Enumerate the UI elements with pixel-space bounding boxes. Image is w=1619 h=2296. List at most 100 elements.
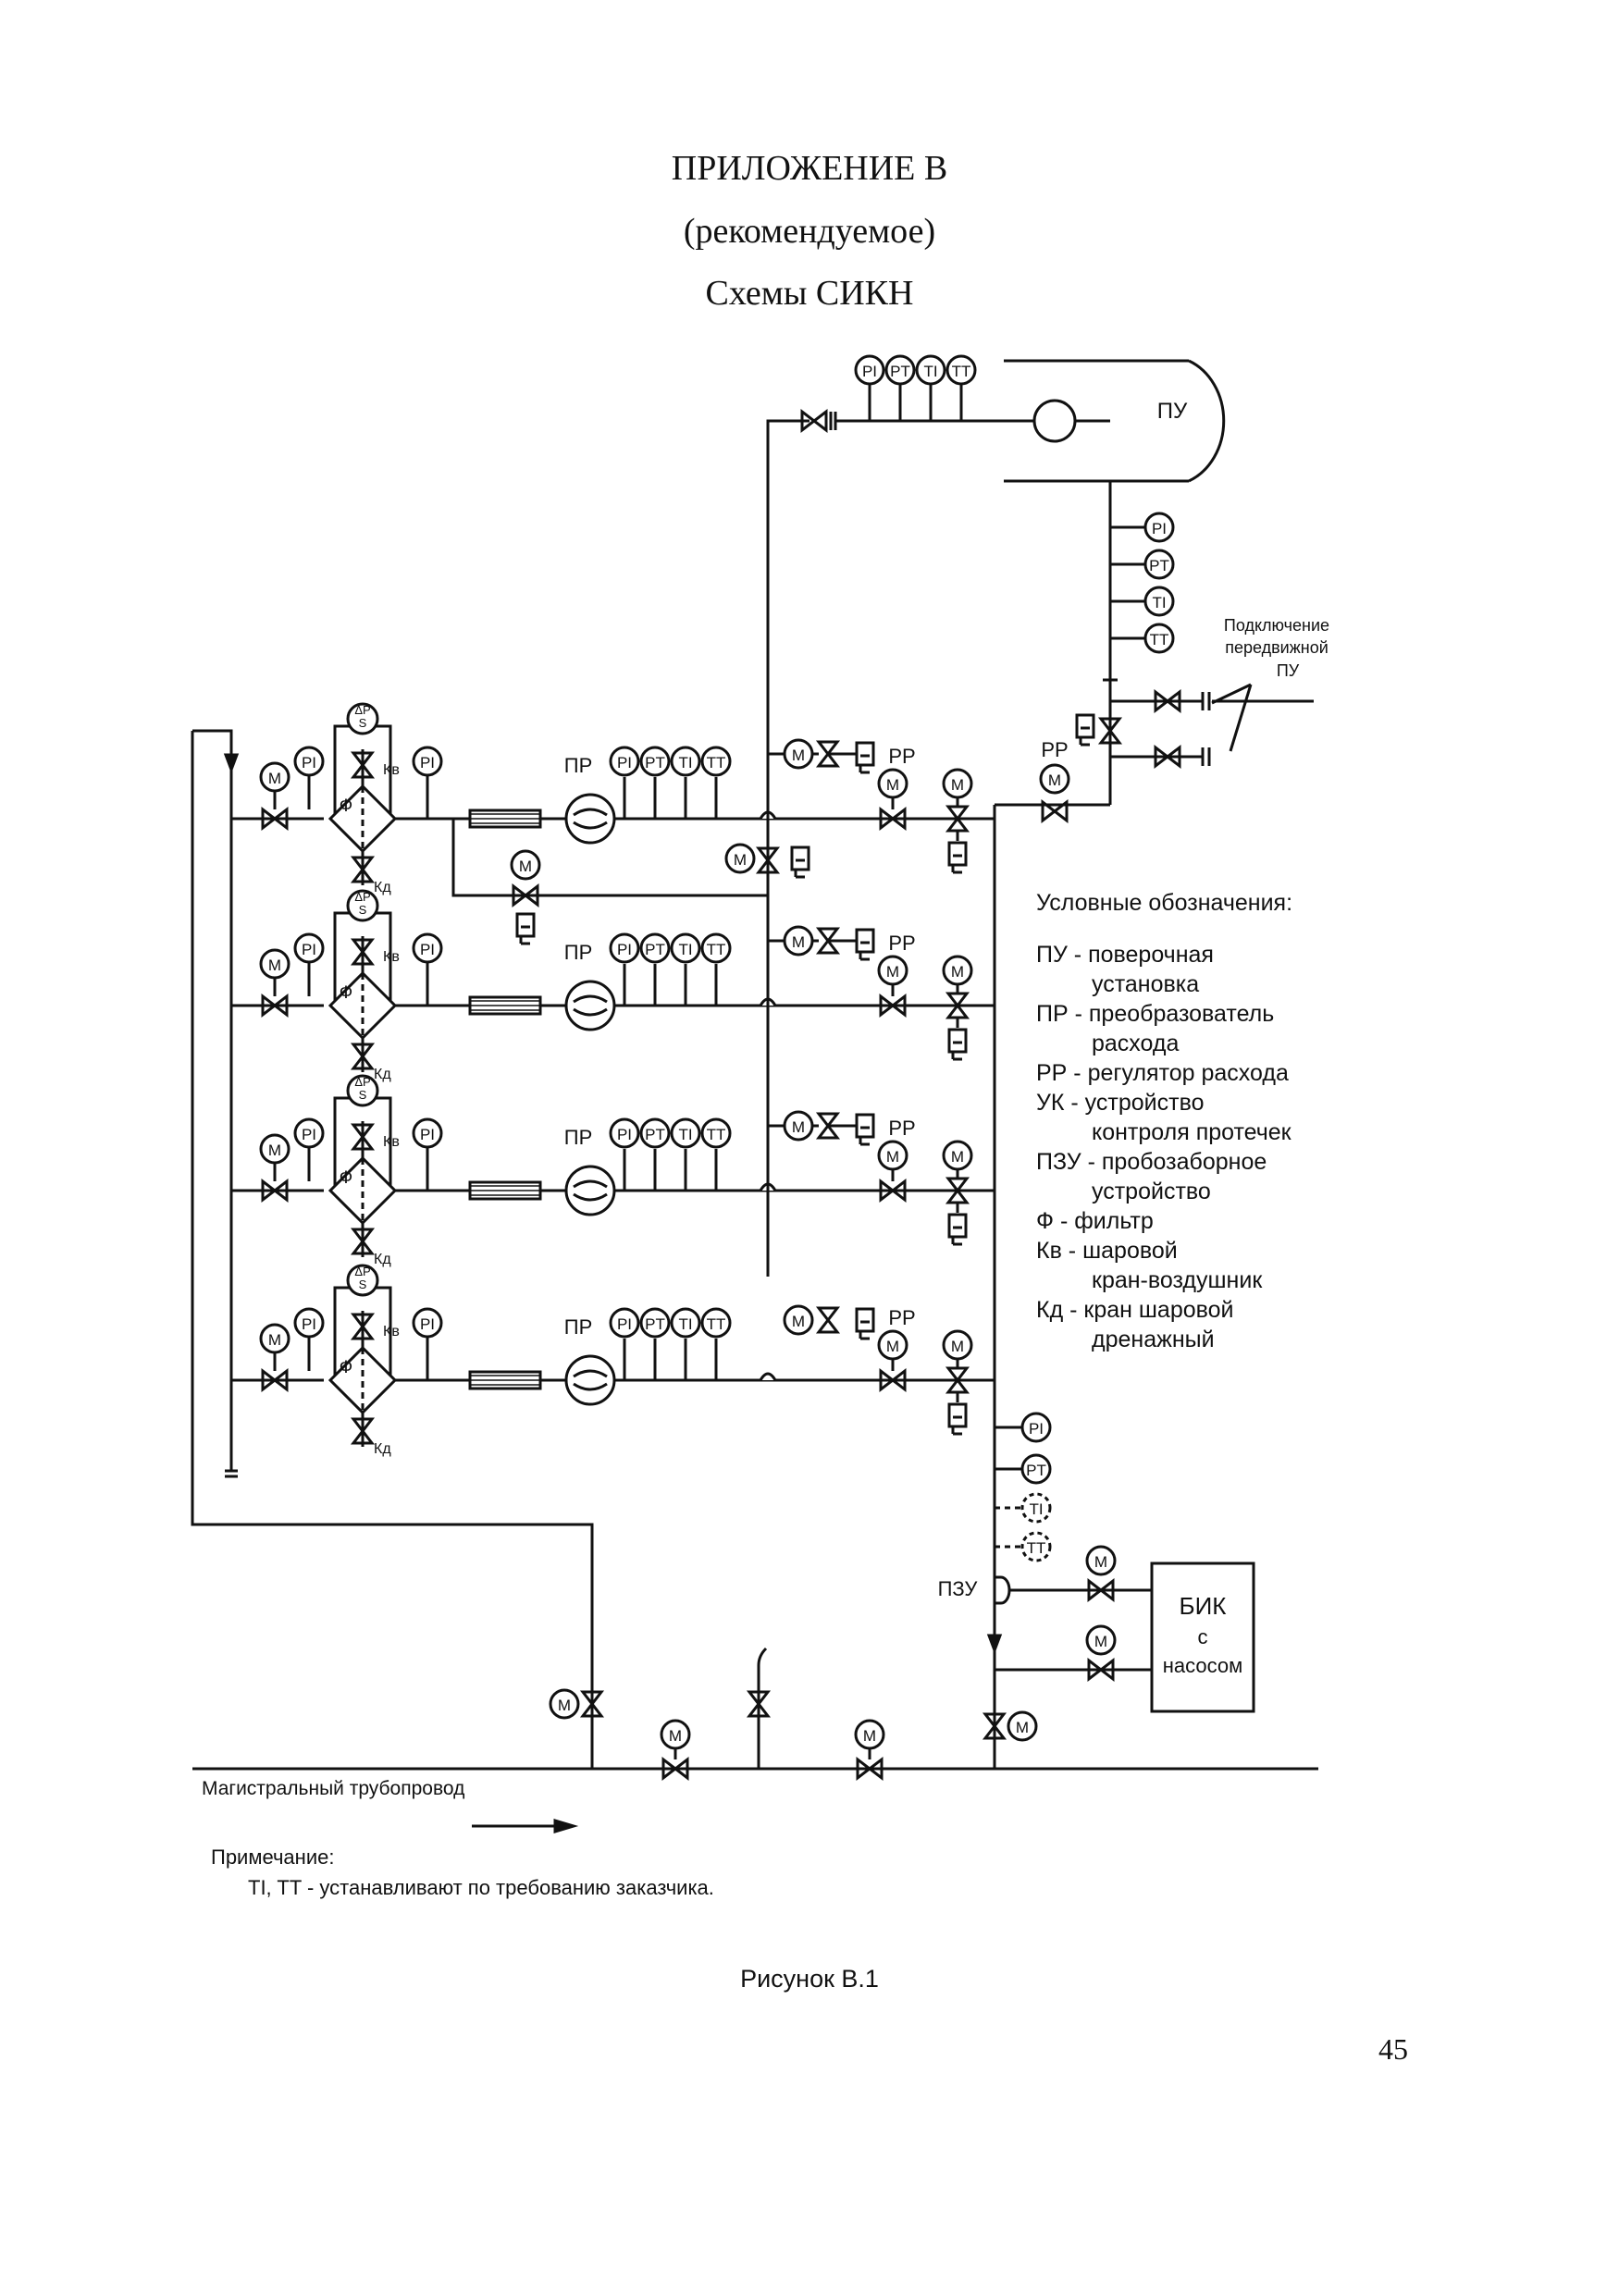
bik-box	[1150, 1562, 1255, 1713]
instrument-motor-icon: M	[724, 843, 756, 874]
legend-desc-cont: контроля протечек	[1092, 1119, 1291, 1145]
leader	[1211, 683, 1252, 705]
valve-icon	[261, 1178, 289, 1204]
regulator-label: РР	[888, 932, 915, 955]
instrument-pi-icon: PI	[412, 1307, 443, 1339]
appendix-title: Схемы СИКН	[705, 274, 914, 313]
valve-half	[261, 1178, 278, 1204]
valve-half	[815, 1112, 841, 1129]
instrument-label: TT	[1027, 1539, 1046, 1557]
instrument-label: TI	[1029, 1500, 1043, 1518]
instrument-label: M	[669, 1727, 682, 1745]
valve-half	[1087, 1577, 1104, 1603]
instrument-circle	[609, 746, 640, 777]
valve-half	[800, 408, 817, 434]
valve-icon	[879, 1178, 907, 1204]
legend-sep: -	[1063, 1297, 1084, 1323]
valve-icon	[350, 1123, 376, 1151]
legend-item: Ф - фильтр	[1036, 1206, 1292, 1236]
instrument-circle	[670, 1117, 701, 1149]
legend-code: Ф	[1036, 1208, 1055, 1234]
instrument-label: M	[1048, 772, 1061, 789]
valve-half	[350, 1313, 376, 1329]
instrument-tt-icon: TT	[700, 746, 732, 777]
valve-icon	[512, 883, 539, 908]
line-link-pipe	[451, 819, 768, 897]
flow-straightener-icon	[468, 1180, 542, 1201]
flowmeter-label: ПР	[564, 1315, 593, 1339]
valve-half	[272, 993, 289, 1018]
instrument-label: M	[951, 1338, 964, 1355]
dp-label: ΔP	[354, 703, 370, 717]
legend-code: Кд	[1036, 1297, 1064, 1323]
sampling-device-icon	[995, 1575, 1011, 1605]
instrument-motor-icon: M	[1085, 1545, 1117, 1576]
valve-half	[815, 927, 841, 944]
valve-half	[815, 938, 841, 955]
valve-icon	[856, 1756, 884, 1782]
instrument-circle	[293, 746, 325, 777]
valve-icon	[879, 993, 907, 1018]
valve-half	[746, 1690, 772, 1707]
instrument-circle	[609, 932, 640, 964]
instrument-ti-icon: TI	[670, 746, 701, 777]
valve-half	[815, 1317, 841, 1334]
instrument-circle	[639, 932, 671, 964]
instrument-tt-icon: TT	[1020, 1531, 1052, 1562]
instrument-label: TI	[1152, 594, 1166, 611]
flowmeter-arc	[573, 994, 608, 1004]
regulator-label: РР	[888, 745, 915, 768]
dp-gauge-icon	[346, 889, 379, 922]
leak-control-icon	[1075, 713, 1095, 747]
regulator-label: РР	[888, 1117, 915, 1140]
valve-half	[1154, 688, 1170, 714]
flowmeter-arc	[573, 1007, 608, 1017]
note-title: Примечание:	[211, 1845, 335, 1869]
valve-half	[1097, 728, 1123, 745]
vent-icon	[757, 1647, 768, 1666]
appendix-status: (рекомендуемое)	[683, 212, 936, 251]
valve-half	[867, 1756, 884, 1782]
instrument-motor-icon: M	[854, 1719, 885, 1750]
valve-icon	[1041, 798, 1069, 824]
instrument-label: PI	[617, 754, 632, 772]
instrument-tt-icon: TT	[700, 1117, 732, 1149]
valve-half	[1165, 688, 1181, 714]
valve-half	[350, 949, 376, 966]
instrument-pi-icon: PI	[293, 746, 325, 777]
instrument-circle	[412, 746, 443, 777]
instrument-label: PI	[617, 1126, 632, 1143]
instrument-pt-icon: PT	[639, 1307, 671, 1339]
instrument-circle	[1143, 586, 1175, 617]
instrument-tt-icon: TT	[700, 932, 732, 964]
filter-icon	[328, 1155, 398, 1226]
legend-desc: фильтр	[1074, 1208, 1154, 1234]
mobile-pu-label: передвижной	[1225, 638, 1329, 657]
valve-icon	[879, 806, 907, 832]
instrument-motor-icon: M	[942, 768, 973, 799]
instrument-circle	[670, 932, 701, 964]
instrument-label: PI	[420, 1126, 435, 1143]
dp-label: ΔP	[354, 890, 370, 904]
instrument-pi-icon: PI	[293, 1117, 325, 1149]
bik-label: насосом	[1163, 1654, 1242, 1677]
instrument-motor-icon: M	[783, 738, 814, 770]
legend-desc-cont: устройство	[1092, 1179, 1211, 1204]
flowmeter-arc	[573, 1369, 608, 1378]
instrument-circle	[293, 1117, 325, 1149]
instrument-label: TI	[678, 1126, 692, 1143]
instrument-circle	[877, 1140, 908, 1171]
leak-box	[855, 1113, 875, 1139]
instrument-motor-icon: M	[259, 1133, 290, 1165]
valve-half	[350, 856, 376, 872]
instrument-tt-icon: TT	[1143, 623, 1175, 654]
legend-code: Кв	[1036, 1238, 1062, 1264]
instrument-motor-icon: M	[1007, 1710, 1038, 1742]
valve-icon	[350, 938, 376, 966]
valve-half	[350, 1239, 376, 1255]
dp-gauge-icon	[346, 1264, 379, 1297]
